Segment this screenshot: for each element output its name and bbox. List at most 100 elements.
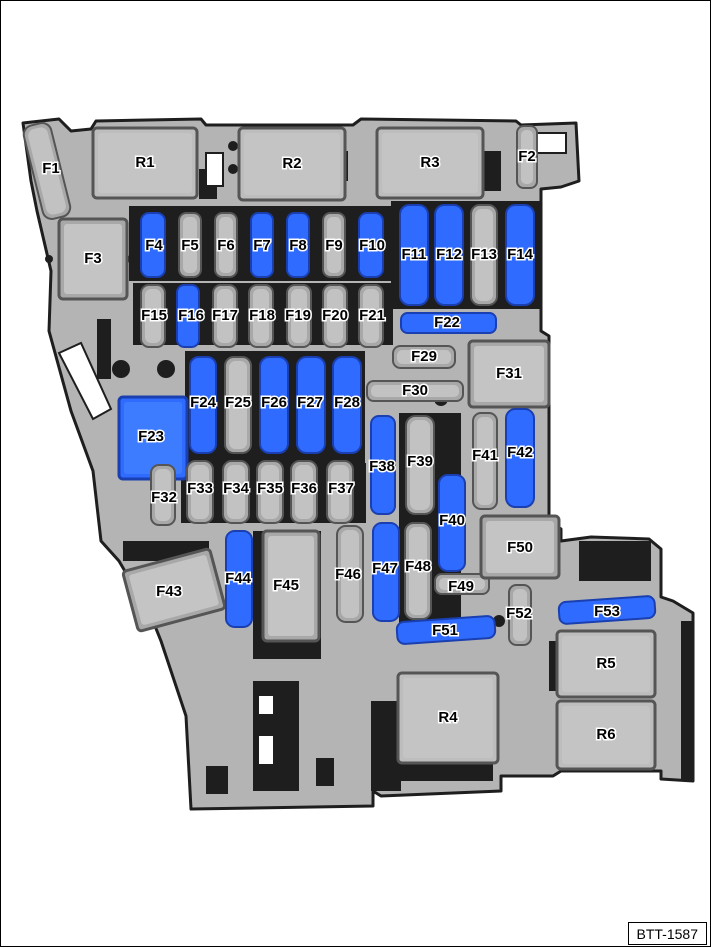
label-f47: F47	[372, 560, 398, 577]
label-r2: R2	[282, 155, 301, 172]
fuse-f17	[212, 284, 238, 348]
component-inner	[295, 465, 313, 519]
fuse-f27	[296, 356, 326, 454]
label-f51: F51	[432, 622, 458, 639]
fuse-f6	[214, 212, 238, 278]
fuse-f22	[400, 312, 497, 334]
label-f15: F15	[141, 307, 167, 324]
housing-clips	[57, 132, 567, 421]
label-f4: F4	[145, 237, 163, 254]
fuse-f1	[22, 122, 72, 220]
label-f26: F26	[261, 394, 287, 411]
fuse-f12	[434, 204, 464, 306]
label-r4: R4	[438, 709, 458, 726]
component-inner	[327, 289, 343, 343]
label-f36: F36	[291, 480, 317, 497]
label-f34: F34	[223, 480, 250, 497]
label-f45: F45	[273, 577, 299, 594]
fuse-f8	[286, 212, 310, 278]
label-f16: F16	[178, 307, 204, 324]
component-body	[438, 474, 466, 572]
component-body	[400, 312, 497, 334]
label-f52: F52	[506, 605, 532, 622]
component-inner	[331, 465, 349, 519]
fuse-f49	[434, 573, 490, 595]
fuse-f14	[505, 204, 535, 306]
component-inner	[145, 289, 161, 343]
fuse-f50	[479, 514, 561, 580]
relay-r6	[555, 699, 657, 771]
component-body	[434, 204, 464, 306]
fuse-f13	[470, 204, 498, 306]
component-body	[399, 204, 429, 306]
label-f44: F44	[225, 570, 252, 587]
label-f29: F29	[411, 348, 437, 365]
label-f38: F38	[369, 458, 395, 475]
fuse-f33	[186, 460, 214, 524]
component-inner	[253, 289, 269, 343]
label-f6: F6	[217, 237, 235, 254]
label-f32: F32	[151, 489, 177, 506]
fuse-f10	[358, 212, 384, 278]
label-f13: F13	[471, 246, 497, 263]
fuse-f44	[225, 530, 253, 628]
component-inner	[382, 133, 478, 193]
label-r5: R5	[596, 655, 615, 672]
component-inner	[155, 469, 171, 521]
label-f18: F18	[249, 307, 275, 324]
fuse-f16	[176, 284, 200, 348]
component-inner	[363, 289, 379, 343]
label-f3: F3	[84, 250, 102, 267]
component-inner	[477, 417, 493, 505]
component-inner	[183, 217, 197, 273]
component-inner	[403, 678, 493, 758]
component-body	[370, 415, 396, 515]
label-f53: F53	[594, 603, 620, 620]
label-f43: F43	[156, 583, 182, 600]
component-inner	[371, 385, 459, 397]
fuse-f23	[117, 395, 189, 481]
relay-r2	[237, 126, 347, 202]
label-f21: F21	[359, 307, 385, 324]
component-body	[225, 530, 253, 628]
component-inner	[98, 133, 192, 193]
label-f17: F17	[212, 307, 238, 324]
fuse-f19	[286, 284, 312, 348]
fuse-f48	[404, 522, 432, 620]
component-inner	[244, 133, 340, 195]
component-inner	[229, 361, 247, 449]
label-f48: F48	[405, 558, 431, 575]
label-f27: F27	[297, 394, 323, 411]
fuse-f39	[405, 415, 435, 515]
component-body	[395, 615, 497, 645]
component-body	[250, 212, 274, 278]
fuse-f11	[399, 204, 429, 306]
fuse-f7	[250, 212, 274, 278]
fuse-f34	[222, 460, 250, 524]
fuse-f40	[438, 474, 466, 572]
fuse-f30	[366, 380, 464, 402]
component-inner	[227, 465, 245, 519]
component-body	[296, 356, 326, 454]
housing-slots	[259, 696, 273, 764]
label-f24: F24	[190, 394, 217, 411]
fuse-f47	[372, 522, 400, 622]
fuse-f51	[395, 615, 497, 645]
label-f1: F1	[42, 160, 60, 177]
relay-r1	[91, 126, 199, 200]
fuse-f4	[140, 212, 166, 278]
component-inner	[474, 346, 544, 402]
fuse-f43	[121, 547, 227, 633]
label-f25: F25	[225, 394, 251, 411]
component-inner	[513, 589, 527, 641]
label-f9: F9	[325, 237, 343, 254]
label-f40: F40	[439, 512, 465, 529]
fuse-f29	[392, 345, 456, 369]
component-inner	[486, 521, 554, 573]
component-inner	[191, 465, 209, 519]
component-inner	[217, 289, 233, 343]
label-f49: F49	[448, 578, 474, 595]
fuse-f18	[248, 284, 274, 348]
label-f35: F35	[257, 480, 283, 497]
